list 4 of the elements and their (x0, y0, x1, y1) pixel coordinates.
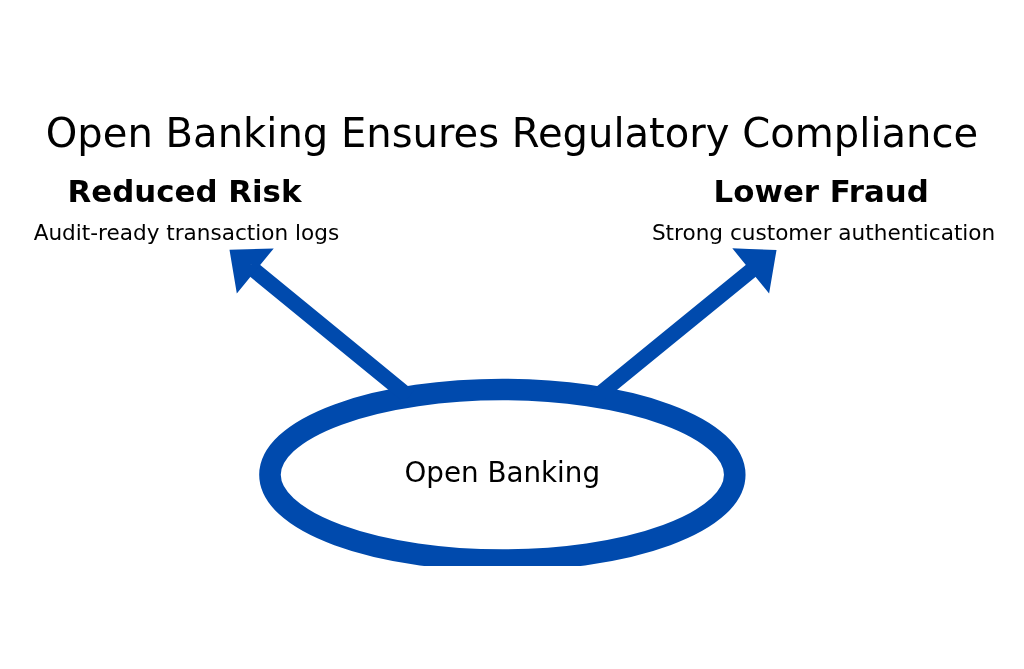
node-text: Reduced Risk Audit-ready transaction logs (33, 173, 340, 245)
node-text: Lower Fraud Strong customer authentication (651, 173, 996, 245)
diagram-title: Open Banking Ensures Regulatory Compliance (45, 110, 979, 157)
node-ellipse: Open Banking (259, 378, 746, 566)
